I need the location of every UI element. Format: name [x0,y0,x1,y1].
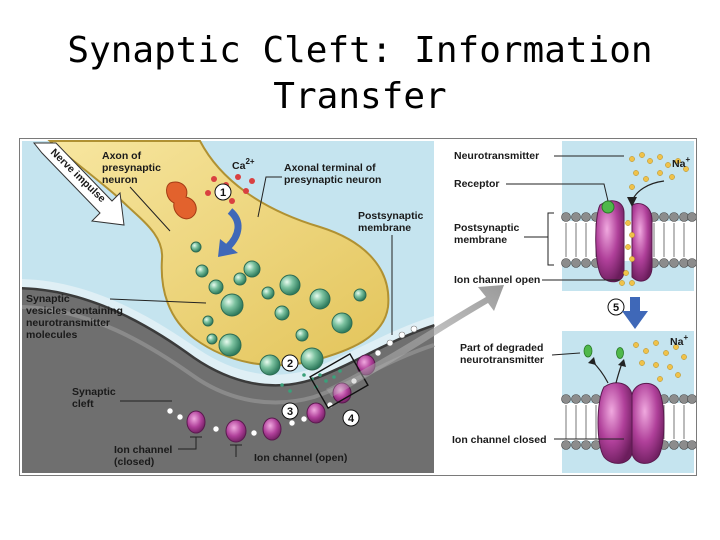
step-markers-left: 1 2 3 4 [214,183,360,427]
cleft-label-1: Synaptic [72,386,116,398]
synapse-diagram-svg: Nerve impulse [21,140,696,473]
degraded-label-2: neurotransmitter [460,354,544,366]
ion-channel-open-icon [595,200,653,283]
ion-channel-closed-label-1: Ion channel [114,444,172,456]
neurotransmitter-label: Neurotransmitter [454,150,539,162]
synapse-diagram: Nerve impulse [19,138,697,476]
zoom-arrow [326,285,504,397]
degraded-neurotransmitter [583,344,624,359]
step-5: 5 [613,302,619,314]
right-top-panel: Na+ [561,141,696,291]
down-arrow [622,297,648,329]
ion-channel-closed-label-2: (closed) [114,456,154,468]
step-4: 4 [348,413,355,425]
axon-label-3: neuron [102,174,138,186]
membrane-beads-left [166,325,418,437]
slide-title: Synaptic Cleft: Information Transfer [0,28,720,120]
step-1: 1 [220,187,226,199]
ion-channel-open-label: Ion channel (open) [254,452,347,464]
slide-title-line-2: Transfer [273,76,447,117]
axon-label-1: Axon of [102,150,142,162]
ion-channel-open-right-label: Ion channel open [454,274,540,286]
vesicles-label-1: Synaptic [26,293,70,305]
degraded-label-1: Part of degraded [460,342,543,354]
slide-title-line-1: Synaptic Cleft: Information [67,30,653,71]
sodium-label-bottom: Na+ [670,333,688,348]
sodium-ions-bottom [633,340,687,382]
vesicles-label-2: vesicles containing [26,305,123,317]
right-bottom-panel: Na+ [561,331,696,473]
membrane-bilayer-top [561,212,696,268]
receptor-bound-neurotransmitter [601,200,615,214]
synaptic-vesicles [190,241,367,376]
postsyn-membrane-right-label-1: Postsynaptic [454,222,520,234]
step-3: 3 [287,406,293,418]
sodium-label-top: Na+ [672,155,690,170]
cleft-label-2: cleft [72,398,94,410]
terminal-label-1: Axonal terminal of [284,162,376,174]
left-panel: Nerve impulse [21,140,504,473]
ion-channel-closed-icon [597,382,665,464]
calcium-label: Ca2+ [232,157,255,172]
sodium-ions-top [619,152,689,286]
ion-channel-closed-right-label: Ion channel closed [452,434,547,446]
postsyn-membrane-right-label-2: membrane [454,234,507,246]
receptor-label: Receptor [454,178,500,190]
vesicles-label-3: neurotransmitter [26,317,110,329]
terminal-label-2: presynaptic neuron [284,174,381,186]
step-5-circle [607,298,625,316]
step-2: 2 [287,358,293,370]
vesicles-label-4: molecules [26,329,78,341]
postsyn-membrane-label-1: Postsynaptic [358,210,424,222]
calcium-influx-arrow [225,208,242,250]
postsyn-membrane-label-2: membrane [358,222,411,234]
axon-label-2: presynaptic [102,162,161,174]
calcium-channel-icon [166,181,197,220]
zoom-box [309,352,369,410]
